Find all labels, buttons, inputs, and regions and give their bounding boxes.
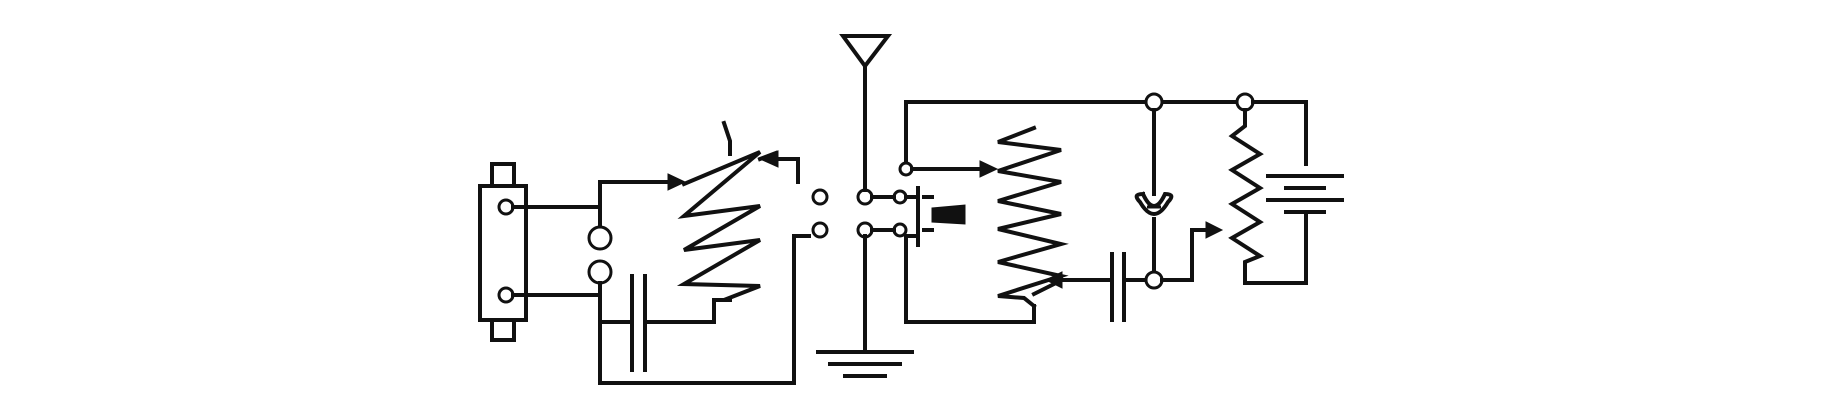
phone-terminal-top: [587, 225, 613, 251]
switch-icon: [811, 186, 966, 247]
variable-inductor-icon: [676, 120, 800, 302]
antenna-icon: [839, 34, 893, 192]
phone-terminal-bottom: [587, 259, 613, 285]
capacitor-icon: [630, 274, 732, 372]
crystal-detector-icon: [478, 162, 528, 342]
vacuum-tube-icon: [1134, 92, 1224, 290]
left-wiring: [511, 173, 811, 385]
ground-icon: [816, 234, 914, 378]
battery-icon: [1243, 100, 1344, 285]
potentiometer-icon: [1228, 92, 1288, 285]
tuning-coil-icon: [898, 100, 1247, 324]
